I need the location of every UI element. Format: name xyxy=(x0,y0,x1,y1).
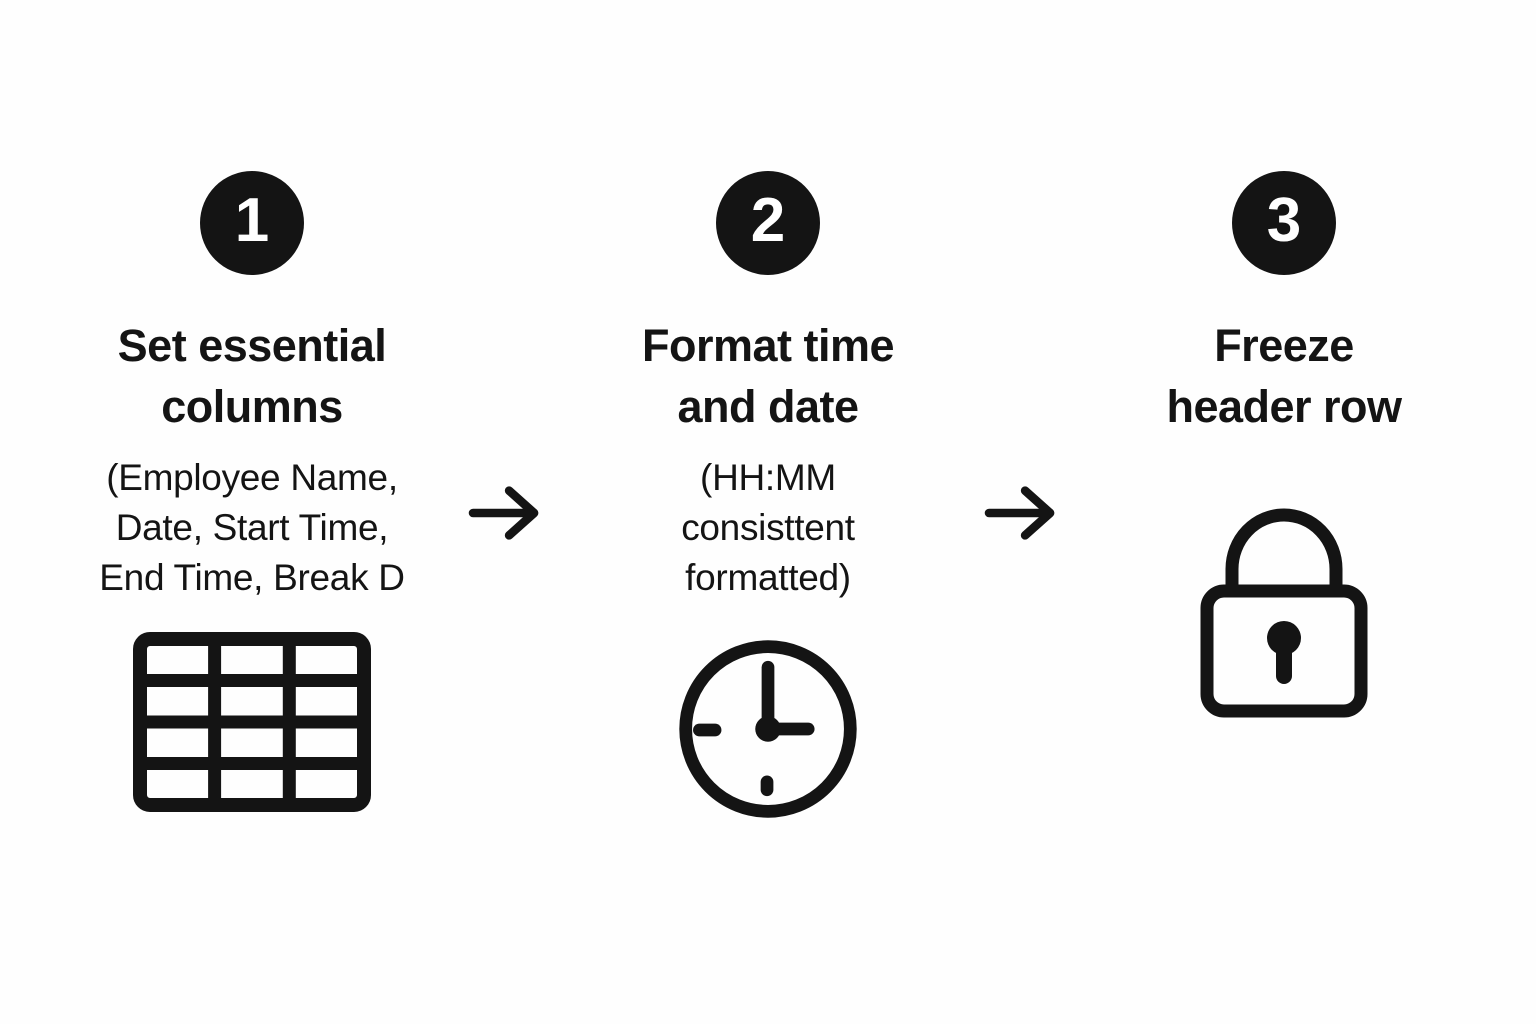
step-1-subtitle: (Employee Name, Date, Start Time, End Ti… xyxy=(99,457,405,598)
step-1: 1 Set essential columns (Employee Name, … xyxy=(37,0,467,813)
right-arrow-icon xyxy=(468,486,539,540)
step-2-number-badge: 2 xyxy=(716,171,820,275)
step-2-title: Format time and date xyxy=(641,320,895,432)
step-2-subtitle: (HH:MM consisttent formatted) xyxy=(681,457,855,598)
step-3-number: 3 xyxy=(1266,186,1302,255)
step-2: 2 Format time and date (HH:MM consistten… xyxy=(553,0,983,827)
step-3-title: Freeze header row xyxy=(1166,320,1402,432)
lock-icon xyxy=(1198,499,1370,719)
step-1-number-badge: 1 xyxy=(200,171,304,275)
step-3: 3 Freeze header row xyxy=(1069,0,1499,719)
step-3-number-badge: 3 xyxy=(1232,171,1336,275)
arrow-step2-to-step3 xyxy=(983,0,1069,548)
table-grid-icon xyxy=(132,631,372,813)
step-2-number: 2 xyxy=(750,186,786,255)
step-1-title: Set essential columns xyxy=(117,320,387,432)
arrow-step1-to-step2 xyxy=(467,0,553,548)
step-1-number: 1 xyxy=(234,186,270,255)
right-arrow-icon xyxy=(984,486,1055,540)
clock-icon xyxy=(670,631,866,827)
